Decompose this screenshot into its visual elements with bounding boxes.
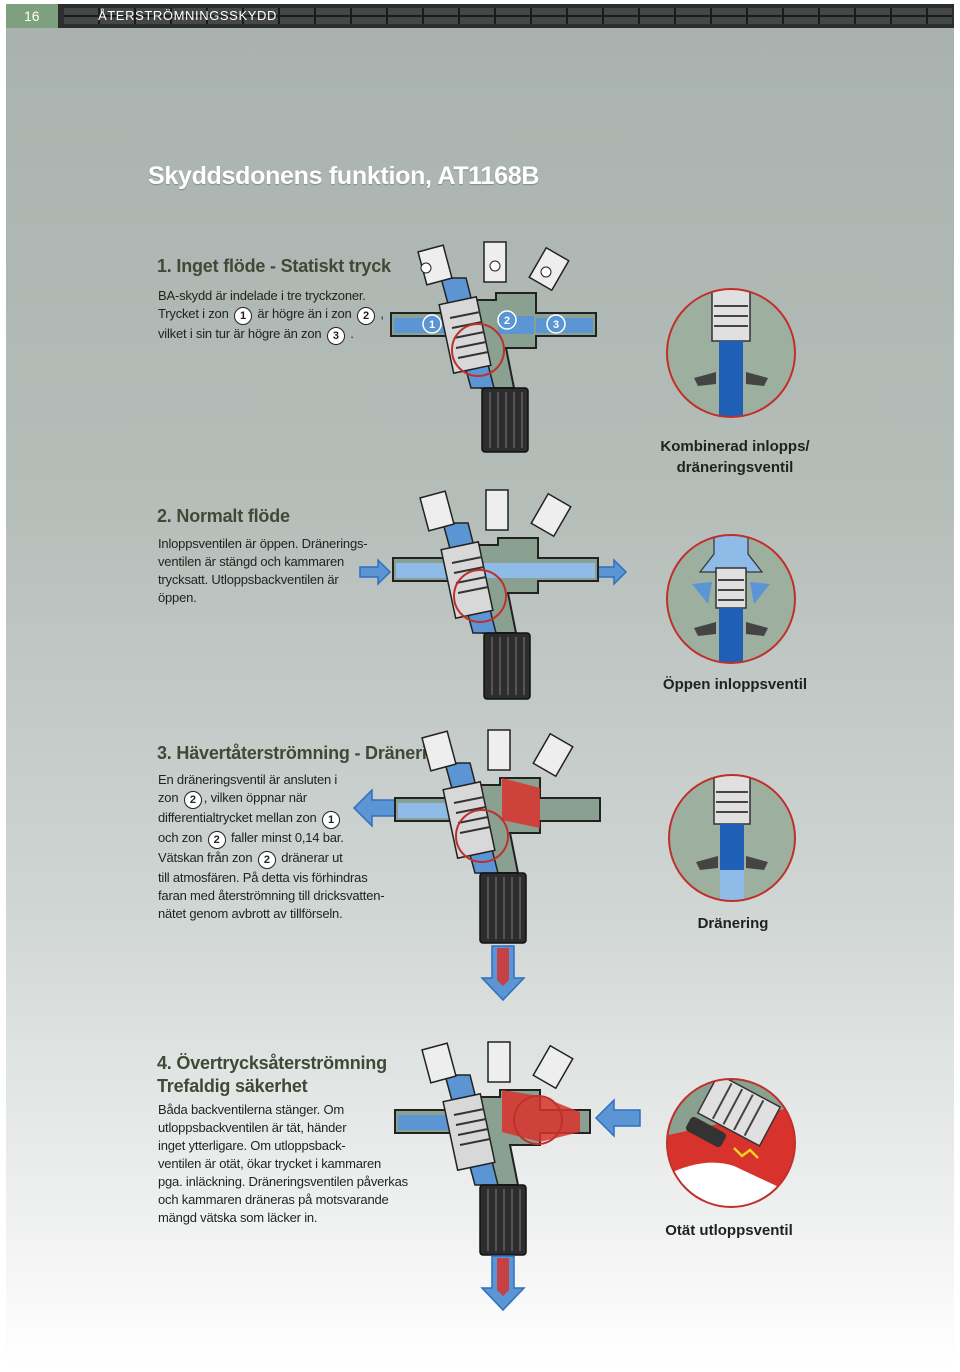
- body-line: mängd vätska som läcker in.: [158, 1209, 408, 1227]
- body-text: BA-skydd är indelade i tre tryckzoner.: [158, 288, 366, 303]
- section-4-heading: 4. Övertrycksåterströmning: [157, 1053, 387, 1073]
- section-3-heading: 3. Hävertåterströmning - Dränering: [157, 743, 449, 763]
- section-4-body: Båda backventilerna stänger. Om utloppsba…: [158, 1101, 408, 1227]
- body-line: nätet genom avbrott av tillförseln.: [158, 905, 384, 923]
- header-bar: [6, 4, 954, 28]
- body-text: pga. inläckning. Dräneringsventilen påve…: [158, 1174, 408, 1189]
- detail-magnifier-icon: [666, 1078, 796, 1208]
- body-text: utloppsbackventilen är tät, händer: [158, 1120, 347, 1135]
- body-text: differentialtrycket mellan zon: [158, 810, 320, 825]
- flow-arrow-icon: [595, 558, 628, 586]
- body-text: öppen.: [158, 590, 197, 605]
- running-header-title: ÅTERSTRÖMNINGSSKYDD: [98, 8, 277, 23]
- body-text: trycksatt. Utloppsbackventilen är: [158, 572, 339, 587]
- body-line: ventilen är stängd och kammaren: [158, 553, 367, 571]
- zone-label-1: 1: [422, 314, 442, 334]
- body-line: inget ytterligare. Om utloppsback-: [158, 1137, 408, 1155]
- detail-3-caption: Dränering: [697, 915, 769, 932]
- body-text: Trycket i zon: [158, 306, 233, 321]
- zone-label-3: 3: [546, 314, 566, 334]
- body-line: trycksatt. Utloppsbackventilen är: [158, 571, 367, 589]
- section-1-heading: 1. Inget flöde - Statiskt tryck: [157, 256, 391, 276]
- body-text: .: [346, 326, 354, 341]
- section-2-heading: 2. Normalt flöde: [157, 506, 290, 526]
- body-text: faller minst 0,14 bar.: [227, 830, 344, 845]
- section-4-subheading: Trefaldig säkerhet: [157, 1076, 308, 1096]
- page-number: 16: [6, 4, 58, 28]
- body-text: till atmosfären. På detta vis förhindras: [158, 870, 368, 885]
- body-line: Vätskan från zon 2 dränerar ut: [158, 849, 384, 869]
- body-text: zon: [158, 790, 182, 805]
- zone-label-2: 2: [497, 310, 517, 330]
- body-line: ventilen är otät, ökar trycket i kammare…: [158, 1155, 408, 1173]
- body-line: vilket i sin tur är högre än zon 3 .: [158, 325, 384, 345]
- valve-diagram-normal-flow: [359, 489, 628, 700]
- body-text: En dräneringsventil är ansluten i: [158, 772, 338, 787]
- body-line: pga. inläckning. Dräneringsventilen påve…: [158, 1173, 408, 1191]
- zone-badge: 1: [321, 811, 340, 829]
- body-text: ventilen är stängd och kammaren: [158, 554, 345, 569]
- valve-diagram-overpressure: [394, 1041, 641, 1312]
- section-2-body: Inloppsventilen är öppen. Dränerings-ven…: [158, 535, 368, 607]
- svg-text:2: 2: [504, 315, 510, 327]
- body-text: nätet genom avbrott av tillförseln.: [158, 906, 343, 921]
- body-text: och kammaren dräneras på motsvarande: [158, 1192, 389, 1207]
- drain-arrow-icon: [480, 945, 526, 1002]
- body-line: En dräneringsventil är ansluten i: [158, 771, 384, 789]
- valve-body-icon: [394, 729, 601, 944]
- header-pattern: [64, 8, 952, 24]
- zone-badge: 2: [207, 831, 226, 849]
- svg-text:1: 1: [429, 319, 435, 331]
- detail-magnifier-icon: [668, 774, 796, 902]
- valve-diagram-static: 1 2 3: [390, 241, 597, 453]
- body-line: till atmosfären. På detta vis förhindras: [158, 869, 384, 887]
- valve-body-icon: [390, 241, 597, 453]
- section-1-body: BA-skydd är indelade i tre tryckzoner. Tr…: [158, 287, 384, 345]
- body-text: Vätskan från zon: [158, 850, 256, 865]
- valve-body-icon: [392, 489, 599, 700]
- body-text: faran med återströmning till dricksvatte…: [158, 888, 385, 903]
- body-text: och zon: [158, 830, 206, 845]
- valve-diagram-siphon-drain: [352, 729, 601, 1002]
- flow-arrow-icon: [359, 558, 392, 586]
- body-line: BA-skydd är indelade i tre tryckzoner.: [158, 287, 384, 305]
- drain-arrow-icon: [480, 1255, 526, 1312]
- zone-badge: 1: [234, 307, 253, 325]
- body-line: och zon 2 faller minst 0,14 bar.: [158, 829, 384, 849]
- detail-magnifier-icon: [666, 534, 796, 664]
- body-line: Båda backventilerna stänger. Om: [158, 1101, 408, 1119]
- detail-4-caption: Otät utloppsventil: [665, 1222, 793, 1239]
- body-text: är högre än i zon: [254, 306, 356, 321]
- body-text: ,: [377, 306, 384, 321]
- zone-badge: 3: [326, 327, 345, 345]
- body-line: och kammaren dräneras på motsvarande: [158, 1191, 408, 1209]
- body-line: utloppsbackventilen är tät, händer: [158, 1119, 408, 1137]
- body-text: Båda backventilerna stänger. Om: [158, 1102, 345, 1117]
- body-line: Trycket i zon 1 är högre än i zon 2 ,: [158, 305, 384, 325]
- detail-2-caption: Öppen inloppsventil: [662, 676, 808, 693]
- page-title: Skyddsdonens funktion, AT1168B: [148, 162, 540, 190]
- body-line: faran med återströmning till dricksvatte…: [158, 887, 385, 905]
- zone-badge: 2: [183, 791, 202, 809]
- body-text: , vilken öppnar när: [203, 790, 307, 805]
- svg-text:3: 3: [553, 319, 559, 331]
- body-line: differentialtrycket mellan zon 1: [158, 809, 384, 829]
- valve-body-icon: [394, 1041, 591, 1256]
- body-text: mängd vätska som läcker in.: [158, 1210, 318, 1225]
- zone-badge: 2: [257, 851, 276, 869]
- detail-1-caption: Kombinerad inlopps/ dräneringsventil: [660, 438, 810, 476]
- zone-badge: 2: [357, 307, 376, 325]
- body-line: öppen.: [158, 589, 367, 607]
- detail-magnifier-icon: [666, 288, 796, 418]
- body-text: dränerar ut: [277, 850, 343, 865]
- flow-arrow-icon: [352, 788, 399, 828]
- flow-arrow-icon: [594, 1098, 641, 1138]
- body-line: Inloppsventilen är öppen. Dränerings-: [158, 535, 368, 553]
- body-text: inget ytterligare. Om utloppsback-: [158, 1138, 346, 1153]
- body-line: zon 2, vilken öppnar när: [158, 789, 384, 809]
- body-text: Inloppsventilen är öppen. Dränerings-: [158, 536, 368, 551]
- body-text: vilket i sin tur är högre än zon: [158, 326, 325, 341]
- body-text: ventilen är otät, ökar trycket i kammare…: [158, 1156, 382, 1171]
